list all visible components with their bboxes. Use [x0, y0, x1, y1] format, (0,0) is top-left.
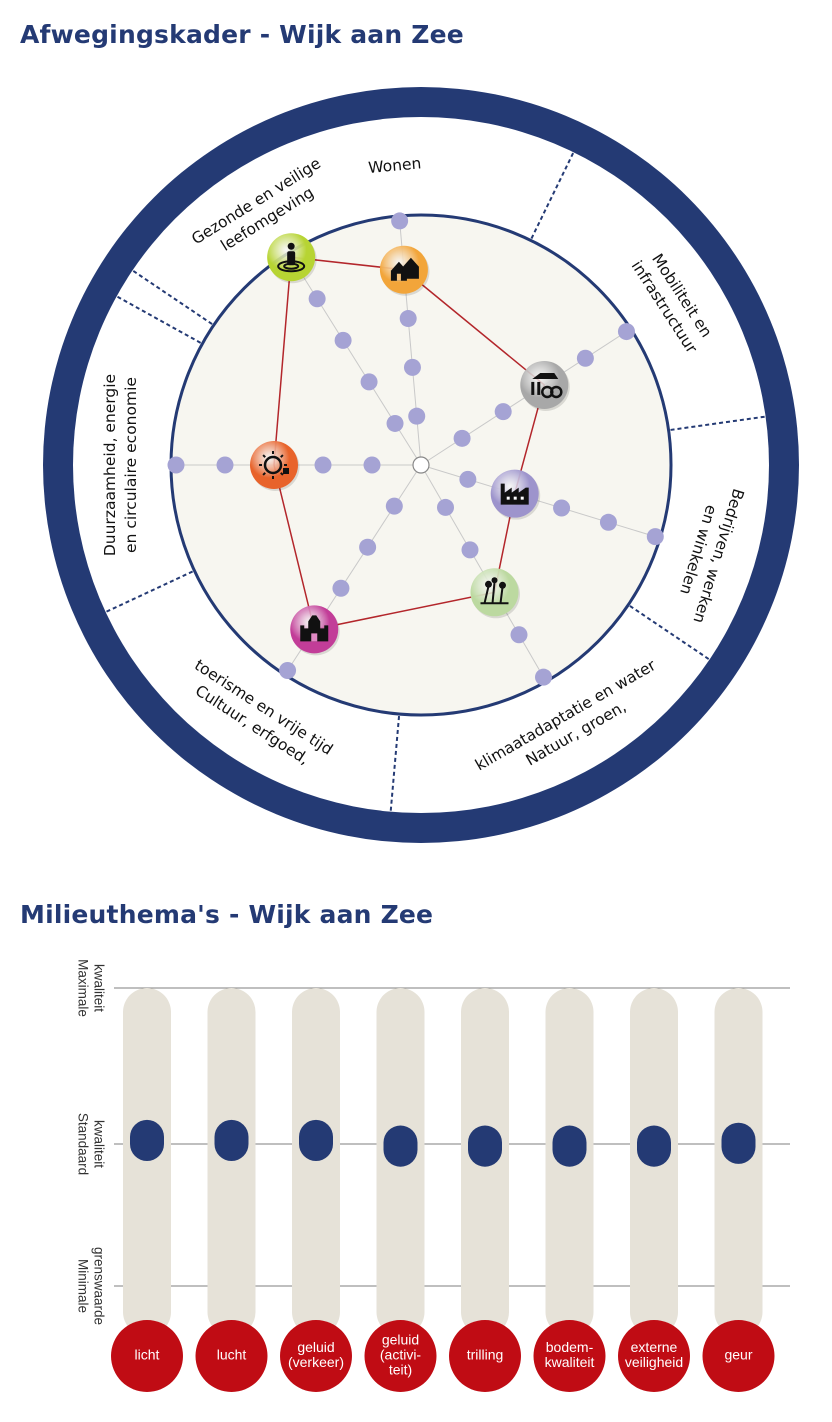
- theme-bubble-6: [533, 1320, 606, 1392]
- energy-icon: [259, 451, 289, 479]
- scale-dot: [461, 541, 479, 559]
- scale-dot: [576, 349, 594, 367]
- theme-label: teit): [389, 1362, 412, 1378]
- theme-label: (verkeer): [288, 1354, 344, 1370]
- page-title-wheel: Afwegingskader - Wijk aan Zee: [20, 20, 464, 49]
- score-marker-bubble: [520, 360, 569, 409]
- score-marker-5: [290, 605, 340, 656]
- segment-label: Duurzaamheid, energie: [101, 374, 119, 556]
- theme-label: lucht: [217, 1347, 247, 1363]
- score-marker-bubble: [250, 441, 298, 489]
- scale-dot: [332, 579, 350, 597]
- score-marker-6: [250, 441, 300, 491]
- theme-label: geluid: [297, 1339, 334, 1355]
- scale-dot: [279, 661, 297, 679]
- scale-dot: [386, 414, 404, 432]
- theme-track: [292, 988, 340, 1336]
- theme-track: [207, 988, 256, 1336]
- page-title-bars: Milieuthema's - Wijk aan Zee: [20, 900, 434, 929]
- scale-dot: [646, 528, 664, 546]
- scale-dot: [314, 456, 332, 474]
- segment-divider: [131, 269, 213, 325]
- theme-label: geluid: [382, 1332, 419, 1348]
- scale-dot: [359, 538, 377, 556]
- score-marker-7: [267, 233, 317, 284]
- theme-label: bodem-: [546, 1339, 594, 1355]
- center-point: [412, 456, 430, 474]
- theme-range-bar: [552, 1125, 587, 1167]
- level-label: Maximale: [75, 959, 90, 1017]
- segment-label: Wonen: [368, 154, 422, 177]
- nature-icon: [480, 577, 509, 605]
- theme-label: licht: [135, 1347, 160, 1363]
- theme-label: geur: [724, 1347, 752, 1363]
- scale-dot: [408, 407, 426, 425]
- scale-dot: [399, 310, 417, 328]
- scale-dot: [553, 499, 571, 517]
- scale-dot: [510, 626, 528, 644]
- scale-dot: [167, 456, 185, 474]
- level-label: Standaard: [75, 1113, 90, 1175]
- theme-bubble-1: [111, 1320, 183, 1392]
- score-marker-2: [520, 360, 570, 411]
- score-marker-3: [490, 469, 541, 520]
- theme-range-bar: [130, 1119, 164, 1162]
- score-marker-1: [379, 245, 430, 296]
- scale-dot: [391, 212, 409, 230]
- scale-dot: [459, 470, 477, 488]
- scale-dot: [437, 498, 454, 516]
- scale-dot: [617, 323, 635, 341]
- theme-label: (activi-: [380, 1347, 422, 1363]
- theme-bubble-3: [280, 1320, 352, 1392]
- segment-label: en circulaire economie: [122, 377, 140, 553]
- scale-dot: [334, 331, 352, 349]
- segment-divider: [116, 295, 202, 344]
- theme-bubble-2: [195, 1320, 268, 1392]
- scale-dot: [453, 429, 471, 447]
- theme-label: externe: [631, 1339, 678, 1355]
- score-marker-4: [470, 568, 520, 619]
- level-label: Minimale: [75, 1259, 90, 1313]
- theme-range-bar: [383, 1125, 418, 1167]
- theme-bubble-7: [618, 1320, 690, 1392]
- theme-range-bar: [637, 1125, 671, 1167]
- theme-track: [123, 988, 171, 1336]
- theme-bubble-4: [364, 1320, 437, 1392]
- castle-icon: [300, 615, 329, 642]
- scale-dot: [216, 456, 234, 474]
- segment-divider: [389, 715, 401, 812]
- theme-label: kwaliteit: [545, 1354, 595, 1370]
- scale-dot: [494, 403, 512, 421]
- houses-icon: [390, 257, 419, 281]
- factory-icon: [500, 483, 529, 505]
- scale-dot: [360, 373, 378, 391]
- theme-range-bar: [721, 1122, 756, 1164]
- theme-label: veiligheid: [625, 1354, 683, 1370]
- segment-divider: [629, 605, 711, 661]
- scale-dot: [385, 497, 403, 515]
- theme-range-bar: [214, 1119, 249, 1162]
- theme-bubble-8: [702, 1320, 775, 1392]
- scale-dot: [599, 513, 617, 531]
- level-label: kwaliteit: [91, 1120, 106, 1168]
- mobility-icon: [531, 372, 563, 399]
- theme-bubble-5: [449, 1320, 521, 1392]
- theme-range-bar: [468, 1125, 502, 1167]
- scale-dot: [308, 290, 326, 308]
- scale-dot: [363, 456, 381, 474]
- theme-label: trilling: [467, 1347, 504, 1363]
- level-label: grenswaarde: [91, 1247, 106, 1325]
- segment-divider: [670, 415, 766, 431]
- theme-range-bar: [299, 1119, 333, 1162]
- scale-dot: [403, 358, 421, 376]
- segment-divider: [530, 151, 575, 239]
- segment-divider: [105, 570, 194, 613]
- level-label: kwaliteit: [91, 964, 106, 1012]
- scale-dot: [535, 668, 552, 686]
- person-icon: [277, 242, 306, 273]
